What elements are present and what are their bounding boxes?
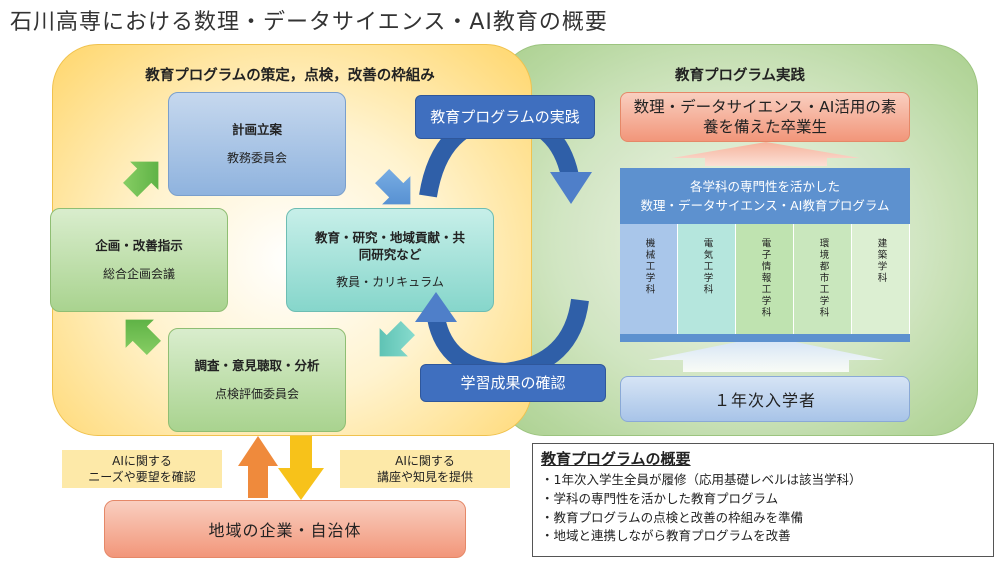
survey-box: 調査・意見聴取・分析 点検評価委員会 [168, 328, 346, 432]
note-needs: AIに関する ニーズや要望を確認 [62, 450, 222, 488]
note-needs-line-2: ニーズや要望を確認 [88, 470, 196, 484]
program-band: 各学科の専門性を活かした 数理・データサイエンス・AI教育プログラム [620, 168, 910, 224]
education-sub: 教員・カリキュラム [336, 274, 444, 289]
practice-arc-head [550, 172, 592, 204]
survey-title: 調査・意見聴取・分析 [194, 358, 320, 374]
planning-box: 計画立案 教務委員会 [168, 92, 346, 196]
note-provide: AIに関する 講座や知見を提供 [340, 450, 510, 488]
note-provide-line-2: 講座や知見を提供 [376, 470, 473, 484]
department-row: 機械工学科電気工学科電子情報工学科環境都市工学科建築学科 [620, 224, 910, 334]
graduates-box: 数理・データサイエンス・AI活用の素養を備えた卒業生 [620, 92, 910, 142]
directive-title: 企画・改善指示 [95, 238, 183, 254]
arrow-directive-to-planning [123, 161, 159, 197]
entrants-box: １年次入学者 [620, 376, 910, 422]
program-base [620, 334, 910, 342]
confirm-label: 学習成果の確認 [420, 364, 606, 402]
department-column: 電子情報工学科 [736, 224, 794, 334]
note-needs-line-1: AIに関する [112, 453, 172, 468]
note-provide-line-1: AIに関する [395, 453, 455, 468]
program-line-2: 数理・データサイエンス・AI教育プログラム [640, 198, 890, 213]
summary-box: 教育プログラムの概要 ・1年次入学生全員が履修（応用基礎レベルは該当学科） ・学… [532, 443, 994, 557]
department-column: 建築学科 [852, 224, 910, 334]
community-box: 地域の企業・自治体 [104, 500, 466, 558]
department-column: 電気工学科 [678, 224, 736, 334]
education-box: 教育・研究・地域貢献・共同研究など 教員・カリキュラム [286, 208, 494, 312]
practice-label: 教育プログラムの実践 [415, 95, 595, 139]
planning-sub: 教務委員会 [226, 150, 287, 165]
arrow-to-community-down [278, 436, 324, 500]
arrow-program-up [672, 142, 860, 166]
summary-item: ・地域と連携しながら教育プログラムを改善 [541, 528, 791, 544]
confirm-arc-head [415, 292, 457, 322]
summary-item: ・1年次入学生全員が履修（応用基礎レベルは該当学科） [541, 472, 862, 487]
arrow-planning-to-education [375, 169, 411, 205]
department-column: 機械工学科 [620, 224, 678, 334]
arrow-entrants-up [648, 336, 884, 372]
directive-sub: 総合企画会議 [102, 266, 175, 281]
page-title: 石川高専における数理・データサイエンス・AI教育の概要 [10, 10, 608, 35]
arrow-survey-to-directive [125, 319, 161, 355]
arrow-education-to-survey [379, 321, 415, 357]
department-column: 環境都市工学科 [794, 224, 852, 334]
directive-box: 企画・改善指示 総合企画会議 [50, 208, 228, 312]
arrow-community-up [238, 436, 278, 498]
summary-item: ・学科の専門性を活かした教育プログラム [541, 490, 779, 506]
practice-heading: 教育プログラム実践 [674, 68, 806, 84]
confirm-arc [427, 298, 589, 382]
education-title: 教育・研究・地域貢献・共同研究など [314, 230, 465, 262]
summary-item: ・教育プログラムの点検と改善の枠組みを準備 [541, 509, 804, 525]
survey-sub: 点検評価委員会 [214, 386, 299, 401]
framework-heading: 教育プログラムの策定，点検，改善の枠組み [145, 68, 435, 84]
summary-heading: 教育プログラムの概要 [541, 450, 691, 468]
program-line-1: 各学科の専門性を活かした [689, 178, 840, 194]
planning-title: 計画立案 [231, 122, 282, 138]
